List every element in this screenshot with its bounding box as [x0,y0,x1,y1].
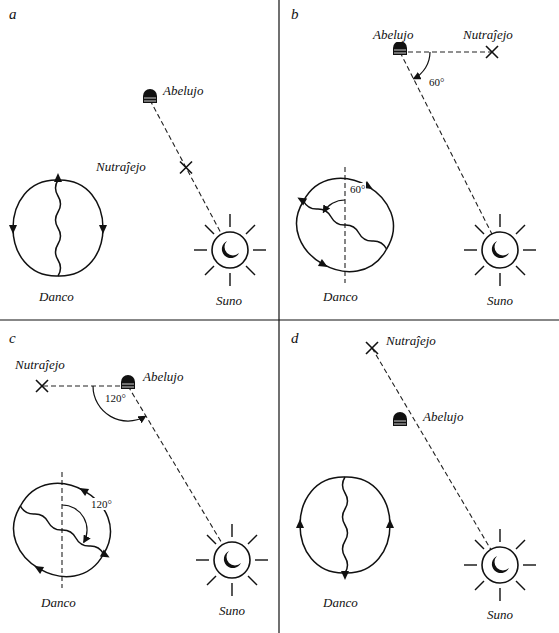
sun-label: Suno [486,608,514,622]
dance-label: Danco [322,290,359,304]
dance-label: Danco [40,596,77,610]
hive-symbol [121,41,407,426]
hive-label: Abelujo [372,28,414,42]
hive-symbol [393,412,407,426]
hive-symbol [121,375,135,389]
hive-label: Abelujo [422,410,464,424]
dance-label: Danco [322,596,359,610]
angle-arcs [62,52,430,543]
food-source-mark [366,342,378,354]
food-source-mark [180,162,192,174]
sun-label: Suno [215,294,243,308]
angle-label: 120° [90,498,113,510]
hive-label: Abelujo [162,84,204,98]
hive-label: Abelujo [142,370,184,384]
food-source-label: Nutraĵejo [95,160,147,174]
panel-letter: d [290,330,300,346]
direction-lines [42,52,500,588]
direction-lines [128,386,232,560]
angle-label: 120° [104,392,127,404]
food-source-mark [36,380,48,392]
sun-label: Suno [486,294,514,308]
direction-lines [400,52,500,250]
sun-symbol [194,214,266,286]
food-source-mark [36,46,498,392]
food-source-label: Nutraĵejo [462,28,514,42]
angle-arcs [414,52,431,79]
sun-symbol [464,529,536,601]
panel-letter: a [8,6,18,22]
waggle-dance-figure [0,155,411,600]
sun-symbol [194,214,536,601]
hive-symbol [393,41,407,55]
angle-arcs [93,386,146,421]
waggle-dance-figure [296,477,394,580]
sun-label: Suno [218,604,246,618]
angle-label: 60° [428,76,445,88]
direction-lines [42,385,128,386]
panel-dividers [0,319,559,320]
sun-symbol [196,524,268,596]
panel-dividers [278,0,279,633]
food-source-mark [486,46,498,58]
panel-letter: b [290,6,300,22]
hive-symbol [143,89,157,103]
sun-symbol [464,214,536,286]
direction-lines [372,348,500,565]
direction-lines [400,51,492,52]
panel-letter: c [8,330,17,346]
food-source-label: Nutraĵejo [385,334,437,348]
dance-label: Danco [38,290,75,304]
angle-label: 60° [349,183,366,195]
waggle-dance-figure [273,155,411,291]
food-source-label: Nutraĵejo [14,358,66,372]
waggle-dance-figure [0,464,134,600]
direction-lines [150,100,230,250]
waggle-dance-figure [9,173,107,276]
